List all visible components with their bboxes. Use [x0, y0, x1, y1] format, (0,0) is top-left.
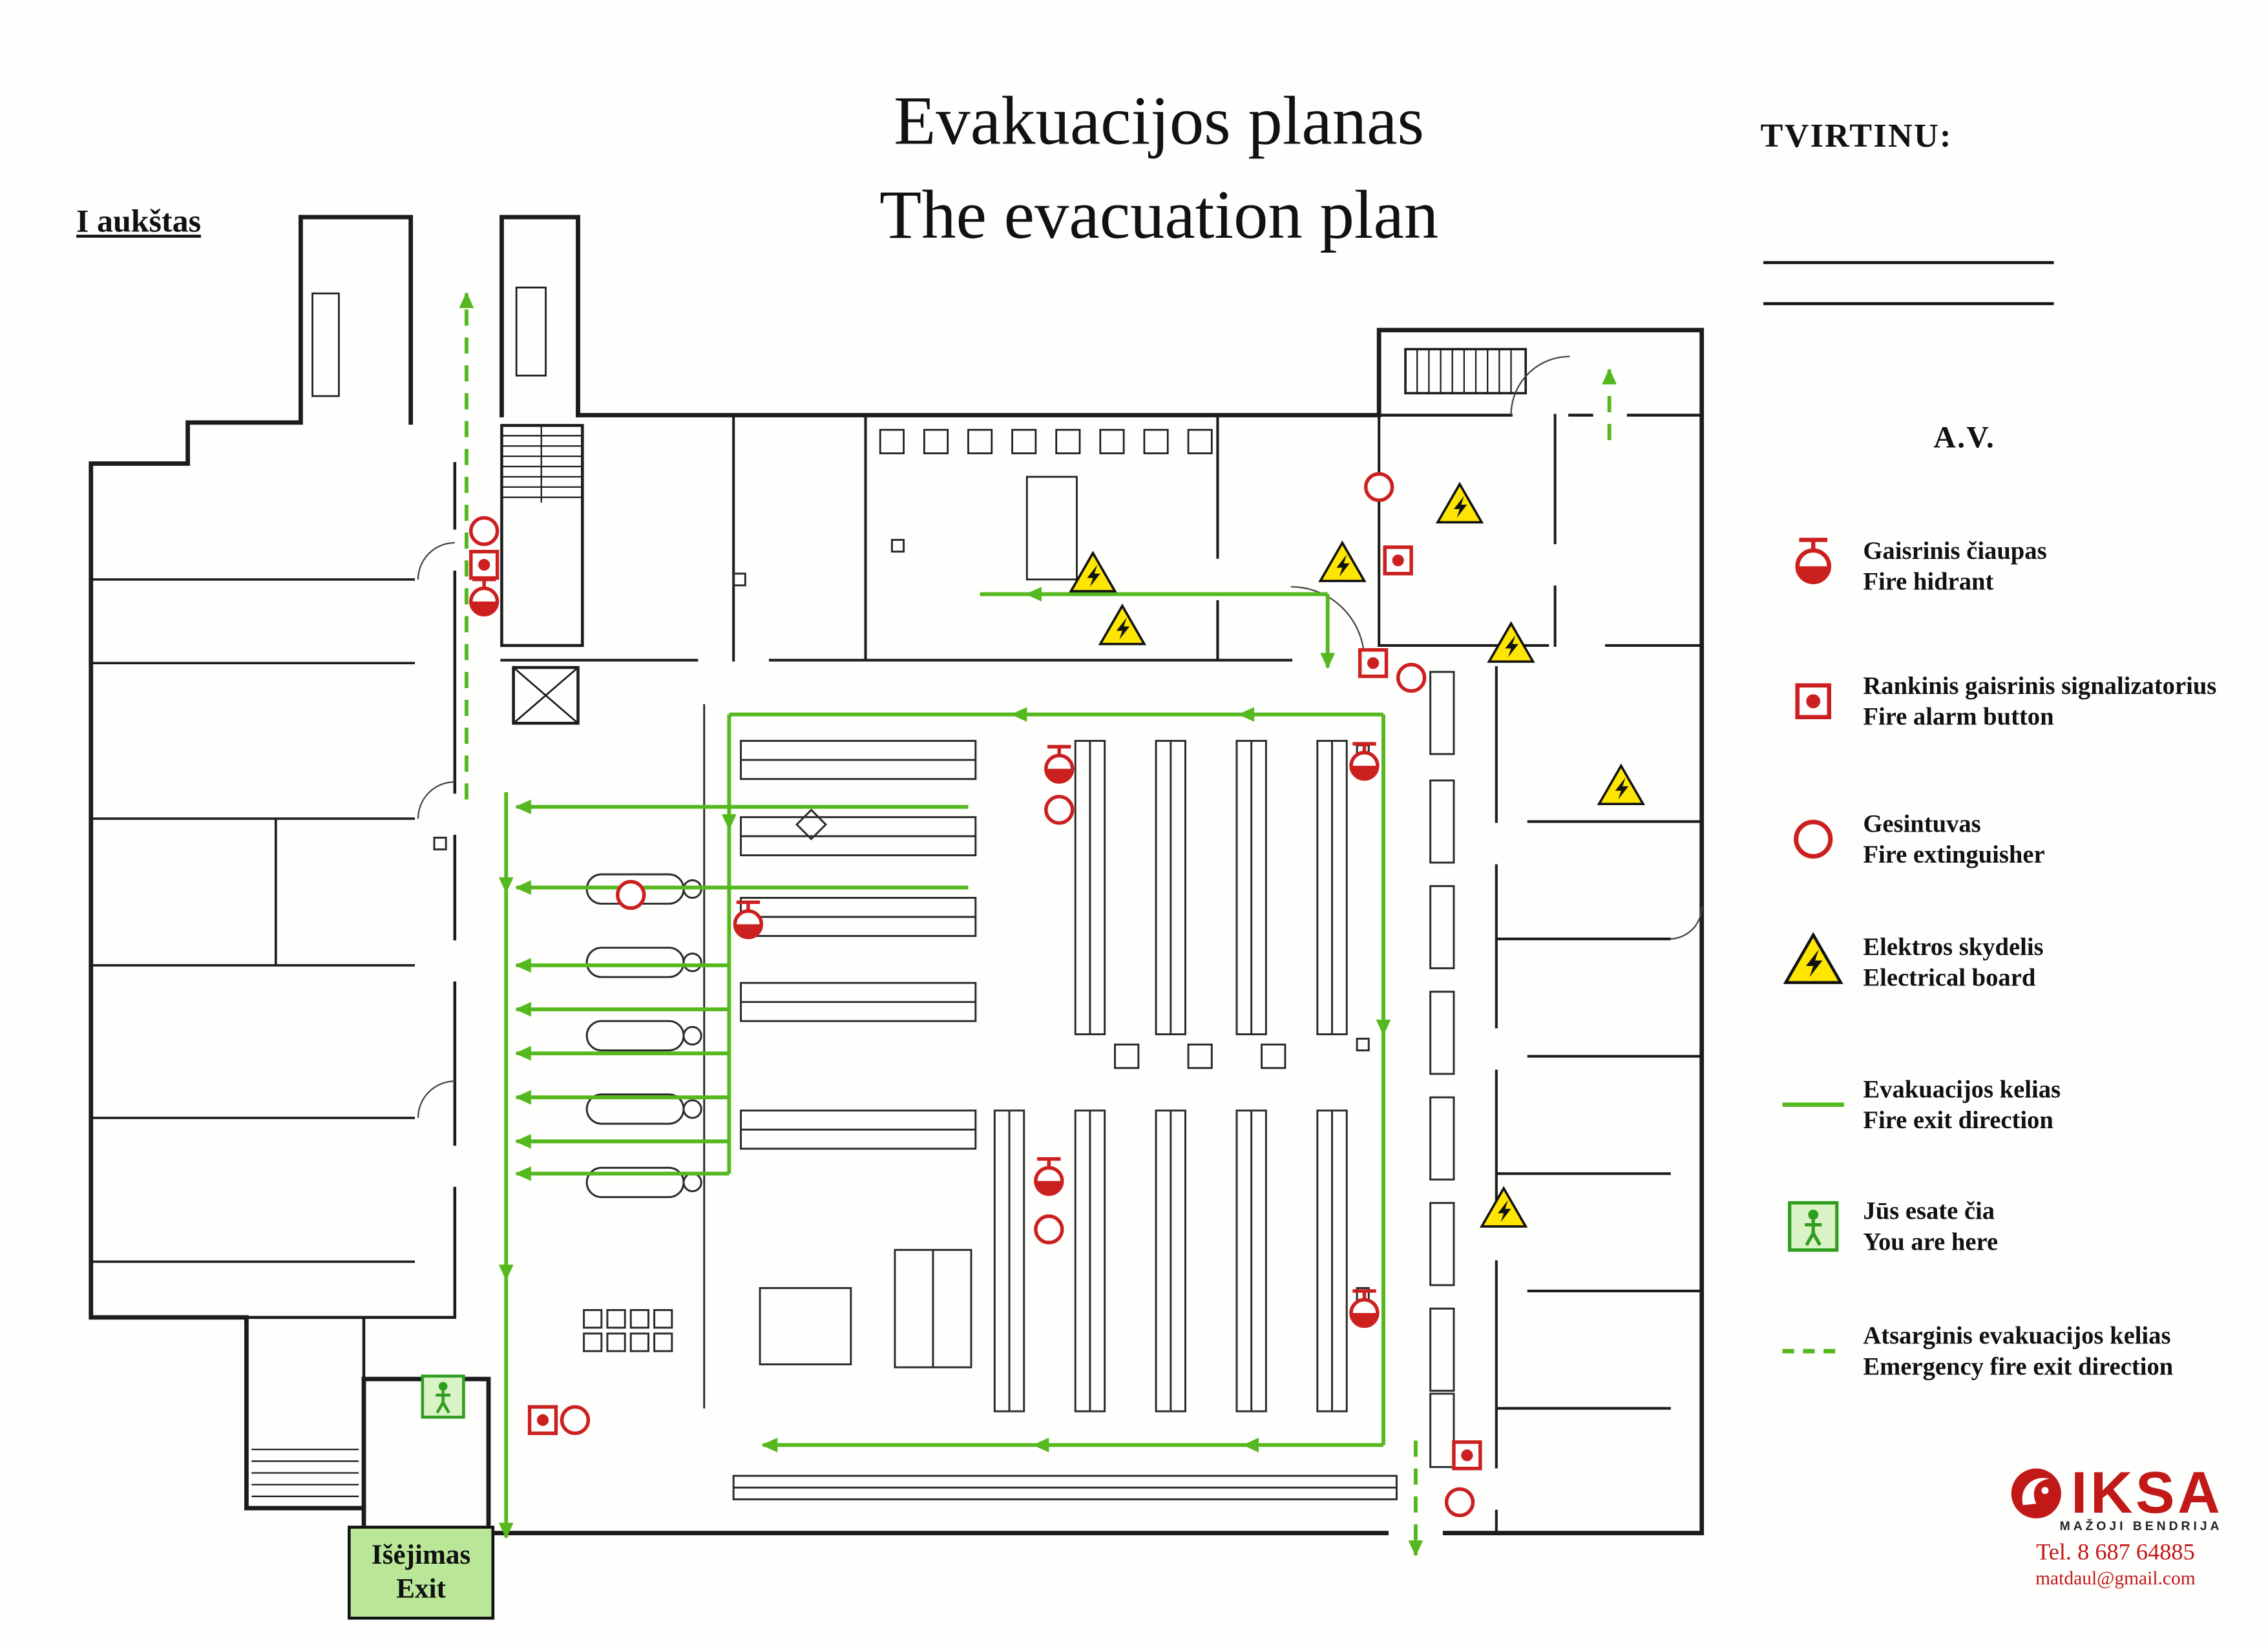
fire-extinguisher-icon [562, 1407, 589, 1433]
furniture [433, 539, 1455, 1500]
fire-hydrant-icon [1778, 534, 1849, 598]
evacuation-routes [459, 291, 1617, 1557]
fire-hydrant-icon [1351, 1291, 1378, 1326]
legend-item-fire-hydrant: Gaisrinis čiaupas Fire hidrant [1778, 534, 2262, 598]
legend-label-en: Fire exit direction [1863, 1106, 2053, 1135]
you-are-here-icon [1778, 1194, 1849, 1259]
legend-item-you-are-here: Jūs esate čia You are here [1778, 1194, 2262, 1259]
legend-label-en: Fire extinguisher [1863, 840, 2045, 869]
safety-symbols [423, 474, 1644, 1515]
fire-alarm-button-icon [530, 1407, 556, 1433]
vendor-email: matdaul@gmail.com [2035, 1566, 2196, 1589]
legend-label-lt: Gesintuvas [1863, 810, 1981, 838]
legend-label-en: Fire alarm button [1863, 702, 2054, 731]
legend-label-lt: Atsarginis evakuacijos kelias [1863, 1321, 2171, 1350]
fire-extinguisher-icon [1036, 1216, 1062, 1243]
fire-hydrant-icon [735, 902, 761, 937]
electrical-board-icon [1778, 930, 1849, 994]
legend-label-lt: Elektros skydelis [1863, 932, 2044, 961]
fire-hydrant-icon [471, 580, 498, 614]
electrical-board-icon [1480, 1187, 1528, 1228]
exit-route-line-icon [1778, 1096, 1849, 1113]
walls [89, 215, 1705, 1535]
fire-hydrant-icon [1046, 747, 1073, 782]
fire-extinguisher-icon [1778, 807, 1849, 872]
exit-route-line [498, 587, 1391, 1539]
fire-extinguisher-icon [618, 882, 644, 909]
legend-item-fire-extinguisher: Gesintuvas Fire extinguisher [1778, 807, 2262, 872]
fire-alarm-button-icon [1360, 650, 1387, 677]
signature-line [1763, 302, 2054, 306]
electrical-board-icon [1098, 604, 1146, 646]
fire-extinguisher-icon [1366, 474, 1392, 500]
legend-label-en: Electrical board [1863, 963, 2036, 992]
vendor-name: IKSA [2071, 1461, 2223, 1526]
fire-extinguisher-icon [1398, 664, 1425, 691]
legend-label-lt: Rankinis gaisrinis signalizatorius [1863, 671, 2217, 700]
legend-label-en: Fire hidrant [1863, 567, 1994, 596]
fire-alarm-button-icon [1385, 547, 1411, 574]
legend-label-en: Emergency fire exit direction [1863, 1352, 2174, 1381]
stamp-label: A.V. [1933, 419, 1996, 455]
page-title-en: The evacuation plan [879, 177, 1439, 254]
fire-extinguisher-icon [471, 518, 498, 544]
exit-sign: Išėjimas Exit [348, 1526, 495, 1620]
emergency-route-line-icon [1778, 1342, 1849, 1360]
vendor-subtitle: MAŽOJI BENDRIJA [2059, 1518, 2223, 1533]
floor-label: I aukštas [76, 202, 202, 240]
fire-hydrant-icon [1036, 1159, 1062, 1194]
emergency-route-line [459, 291, 1617, 1557]
legend-item-fire-alarm-button: Rankinis gaisrinis signalizatorius Fire … [1778, 669, 2262, 733]
fire-hydrant-icon [1351, 744, 1378, 779]
legend-item-exit-route: Evakuacijos kelias Fire exit direction [1778, 1074, 2262, 1135]
exit-sign-en: Exit [396, 1574, 446, 1605]
legend-item-electrical-board: Elektros skydelis Electrical board [1778, 930, 2262, 994]
legend-item-emergency-route: Atsarginis evakuacijos kelias Emergency … [1778, 1320, 2262, 1381]
vendor-logo-icon [2011, 1468, 2061, 1518]
electrical-board-icon [1597, 764, 1644, 805]
legend-label-lt: Evakuacijos kelias [1863, 1075, 2061, 1104]
electrical-board-icon [1436, 483, 1483, 524]
door-arcs [417, 355, 1703, 1119]
page-title-lt: Evakuacijos planas [894, 83, 1425, 160]
signature-line [1763, 261, 2054, 264]
you-are-here-icon [423, 1376, 464, 1418]
fire-alarm-button-icon [1454, 1442, 1480, 1469]
fire-alarm-button-icon [1778, 669, 1849, 733]
electrical-board-icon [1319, 541, 1366, 582]
exit-sign-lt: Išėjimas [371, 1540, 471, 1571]
legend-label-lt: Gaisrinis čiaupas [1863, 536, 2047, 565]
approval-label: TVIRTINU: [1760, 117, 1953, 154]
electrical-board-icon [1487, 622, 1535, 663]
legend-label-lt: Jūs esate čia [1863, 1197, 1995, 1225]
fire-alarm-button-icon [471, 552, 498, 578]
vendor-block: IKSA MAŽOJI BENDRIJA Tel. 8 687 64885 ma… [1984, 1464, 2248, 1590]
legend-label-en: You are here [1863, 1228, 1999, 1256]
fire-extinguisher-icon [1447, 1489, 1473, 1515]
vendor-phone: Tel. 8 687 64885 [2036, 1540, 2195, 1566]
fire-extinguisher-icon [1046, 797, 1073, 823]
